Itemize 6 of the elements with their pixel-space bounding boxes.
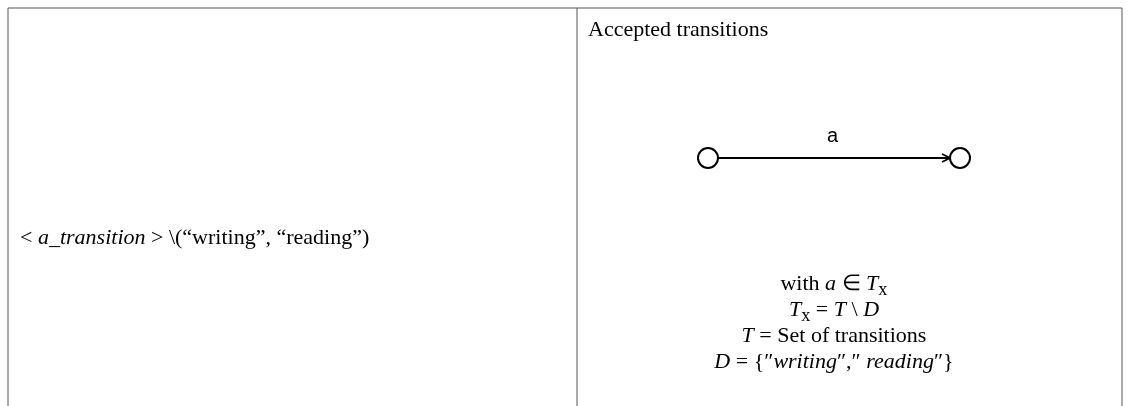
formula-text: < a_transition > \(“writing”, “reading”) — [20, 224, 370, 250]
state-circle — [949, 147, 971, 169]
arrow — [717, 153, 951, 163]
state-circle — [697, 147, 719, 169]
column-heading: Accepted transitions — [588, 16, 769, 42]
formula-text: D = {″writing″,″ reading″} — [713, 348, 955, 374]
